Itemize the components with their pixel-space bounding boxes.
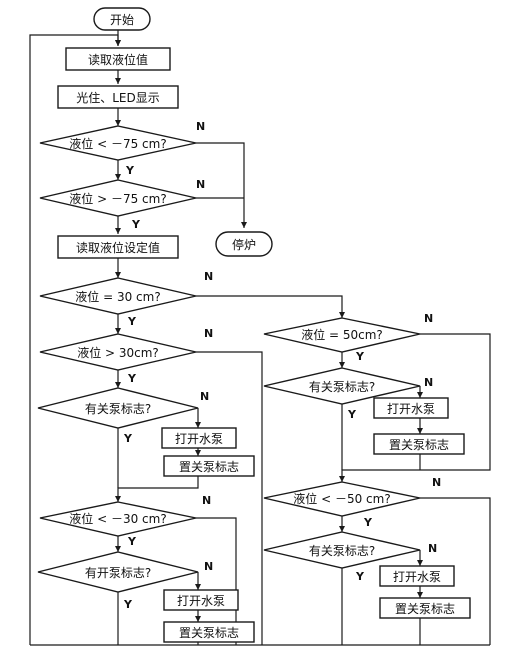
open-pump-b-label: 打开水泵 [177, 594, 225, 608]
label-y: Y [355, 350, 365, 363]
set-close-flag-c-label: 置关泵标志 [389, 438, 449, 452]
open-pump-a-label: 打开水泵 [175, 432, 223, 446]
label-y: Y [127, 372, 137, 385]
decision-eq-30: 液位 = 30 cm? [39, 277, 197, 315]
cond-gt-neg75-label: 液位 > －75 cm? [69, 191, 166, 206]
label-y: Y [127, 535, 137, 548]
decision-has-close-flag-d: 有关泵标志? [263, 531, 421, 569]
has-open-flag-label: 有开泵标志? [85, 566, 151, 580]
open-pump-d-label: 打开水泵 [393, 570, 441, 584]
label-n: N [204, 327, 213, 340]
process-open-pump-c: 打开水泵 [373, 397, 449, 419]
label-y: Y [355, 570, 365, 583]
decision-gt-neg75: 液位 > －75 cm? [39, 179, 197, 217]
label-n: N [200, 390, 209, 403]
open-pump-c-label: 打开水泵 [387, 402, 435, 416]
label-n: N [424, 376, 433, 389]
decision-lt-neg30: 液位 < －30 cm? [39, 501, 197, 537]
process-display: 光住、LED显示 [57, 85, 179, 109]
cond-lt-neg75-label: 液位 < －75 cm? [69, 136, 166, 151]
process-set-close-flag-d: 置关泵标志 [379, 597, 471, 619]
label-n: N [432, 476, 441, 489]
decision-eq-50: 液位 = 50cm? [263, 317, 421, 353]
start-terminal: 开始 [93, 7, 151, 31]
cond-eq-30-label: 液位 = 30 cm? [75, 289, 160, 304]
set-close-flag-b-label: 置关泵标志 [179, 626, 239, 640]
process-read-level: 读取液位值 [65, 47, 171, 71]
label-y: Y [131, 218, 141, 231]
start-label: 开始 [110, 13, 134, 27]
process-open-pump-b: 打开水泵 [163, 589, 239, 611]
decision-has-close-flag-c: 有关泵标志? [263, 367, 421, 405]
has-close-flag-c-label: 有关泵标志? [309, 380, 375, 394]
label-n: N [202, 494, 211, 507]
process-open-pump-d: 打开水泵 [379, 565, 455, 587]
decision-lt-neg75: 液位 < －75 cm? [39, 125, 197, 161]
decision-lt-neg50: 液位 < －50 cm? [263, 481, 421, 517]
set-close-flag-a-label: 置关泵标志 [179, 460, 239, 474]
label-n: N [204, 270, 213, 283]
process-set-close-flag-c: 置关泵标志 [373, 433, 465, 455]
read-setpoint-label: 读取液位设定值 [76, 240, 160, 255]
label-y: Y [123, 432, 133, 445]
process-set-close-flag-b: 置关泵标志 [163, 621, 255, 643]
cond-lt-neg50-label: 液位 < －50 cm? [293, 491, 390, 506]
label-y: Y [363, 516, 373, 529]
cond-lt-neg30-label: 液位 < －30 cm? [69, 511, 166, 526]
label-y: Y [127, 315, 137, 328]
decision-has-close-flag-a: 有关泵标志? [37, 387, 199, 429]
connectors [29, 30, 491, 646]
set-close-flag-d-label: 置关泵标志 [395, 602, 455, 616]
label-n: N [196, 120, 205, 133]
cond-eq-50-label: 液位 = 50cm? [301, 327, 383, 342]
label-n: N [428, 542, 437, 555]
label-y: Y [347, 408, 357, 421]
has-close-flag-d-label: 有关泵标志? [309, 544, 375, 558]
display-label: 光住、LED显示 [76, 91, 160, 105]
branch-labels: N Y N Y N Y N Y N Y N Y N Y N Y N Y N Y … [123, 120, 441, 611]
label-n: N [196, 178, 205, 191]
process-open-pump-a: 打开水泵 [161, 427, 237, 449]
cond-gt-30-label: 液位 > 30cm? [77, 345, 159, 360]
label-y: Y [123, 598, 133, 611]
label-n: N [204, 560, 213, 573]
decision-has-open-flag: 有开泵标志? [37, 551, 199, 593]
label-n: N [424, 312, 433, 325]
process-read-setpoint: 读取液位设定值 [57, 235, 179, 259]
has-close-flag-a-label: 有关泵标志? [85, 402, 151, 416]
decision-gt-30: 液位 > 30cm? [39, 333, 197, 371]
stop-furnace-terminal: 停炉 [215, 231, 273, 257]
read-level-label: 读取液位值 [88, 52, 148, 67]
stop-furnace-label: 停炉 [232, 237, 256, 252]
label-y: Y [125, 164, 135, 177]
process-set-close-flag-a: 置关泵标志 [163, 455, 255, 477]
